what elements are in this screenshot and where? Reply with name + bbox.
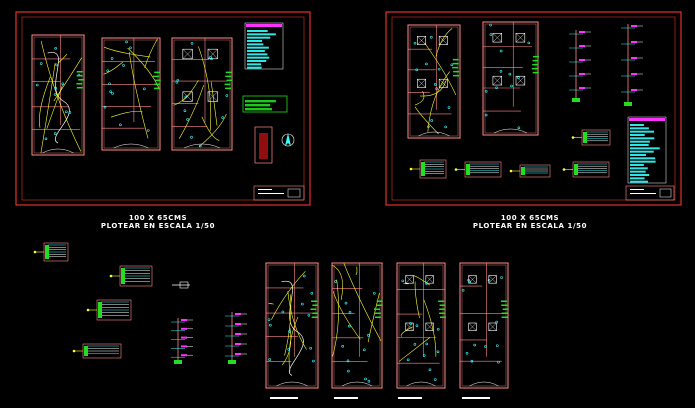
sheet-1-plan-level-2[interactable] (101, 37, 161, 151)
plan-label-bars (270, 397, 490, 399)
sheet-2-riser-a[interactable] (569, 30, 591, 102)
plan-label-bar-4 (462, 397, 490, 399)
loose-circuit-diagrams[interactable] (33, 242, 247, 364)
sheet-2-riser-diagrams[interactable] (409, 24, 643, 179)
sheet-1-stair-detail[interactable] (254, 126, 273, 164)
sheet-1-plan-level-1[interactable] (31, 34, 85, 156)
loose-riser-2[interactable] (225, 312, 247, 364)
sheet-2-plan-level-1[interactable] (407, 24, 461, 139)
sheet-1-scale-label: PLOTEAR EN ESCALA 1/50 (100, 222, 216, 230)
bottom-floor-plans[interactable] (265, 262, 509, 389)
sheet-2-panel-schedule[interactable] (571, 129, 611, 146)
loose-circuit-4[interactable] (72, 343, 122, 359)
bottom-plan-level-2[interactable] (331, 262, 383, 389)
bottom-plan-level-3[interactable] (396, 262, 446, 389)
plan-label-bar-1 (270, 397, 298, 399)
sheet-2-plan-level-2[interactable] (482, 21, 539, 136)
sheet-2-circuit-4[interactable] (562, 161, 610, 178)
sheet-2-size-label: 100 X 65CMS (500, 214, 560, 222)
loose-circuit-1[interactable] (33, 242, 69, 262)
sheet-2-legend-table[interactable] (627, 116, 667, 184)
sheet-2-title-block[interactable] (625, 185, 675, 201)
sheet-2-circuit-1[interactable] (409, 159, 447, 179)
sheet-2-riser-b[interactable] (621, 24, 643, 106)
north-arrow-icon (281, 133, 295, 147)
sheet-1-title-block[interactable] (253, 185, 305, 201)
meter-symbol-icon (172, 281, 190, 289)
sheet-2-frame[interactable] (385, 11, 682, 206)
bottom-plan-level-1[interactable] (265, 262, 319, 389)
sheet-1-notes-box[interactable] (242, 95, 288, 113)
bottom-plan-level-4[interactable] (459, 262, 509, 389)
loose-circuit-3[interactable] (86, 299, 132, 321)
sheet-1-plot-note: 100 X 65CMS PLOTEAR EN ESCALA 1/50 (88, 214, 228, 230)
sheet-2-scale-label: PLOTEAR EN ESCALA 1/50 (472, 222, 588, 230)
sheet-1-plan-level-3[interactable] (171, 37, 233, 151)
sheet-1-legend-table[interactable] (244, 22, 284, 70)
plan-label-bar-3 (398, 397, 422, 399)
loose-circuit-2[interactable] (109, 265, 153, 287)
sheet-2-floor-plans[interactable] (407, 21, 539, 139)
sheet-1-frame[interactable] (15, 11, 311, 206)
sheet-1-details[interactable] (242, 22, 305, 201)
sheet-2-circuit-3[interactable] (509, 164, 551, 178)
sheet-2-plot-note: 100 X 65CMS PLOTEAR EN ESCALA 1/50 (460, 214, 600, 230)
loose-riser-1[interactable] (171, 318, 193, 364)
plan-label-bar-2 (334, 397, 358, 399)
sheet-1-floor-plans[interactable] (31, 34, 233, 156)
sheet-2-circuit-2[interactable] (454, 161, 502, 178)
sheet-2-details[interactable] (625, 116, 675, 201)
sheet-1-size-label: 100 X 65CMS (128, 214, 188, 222)
